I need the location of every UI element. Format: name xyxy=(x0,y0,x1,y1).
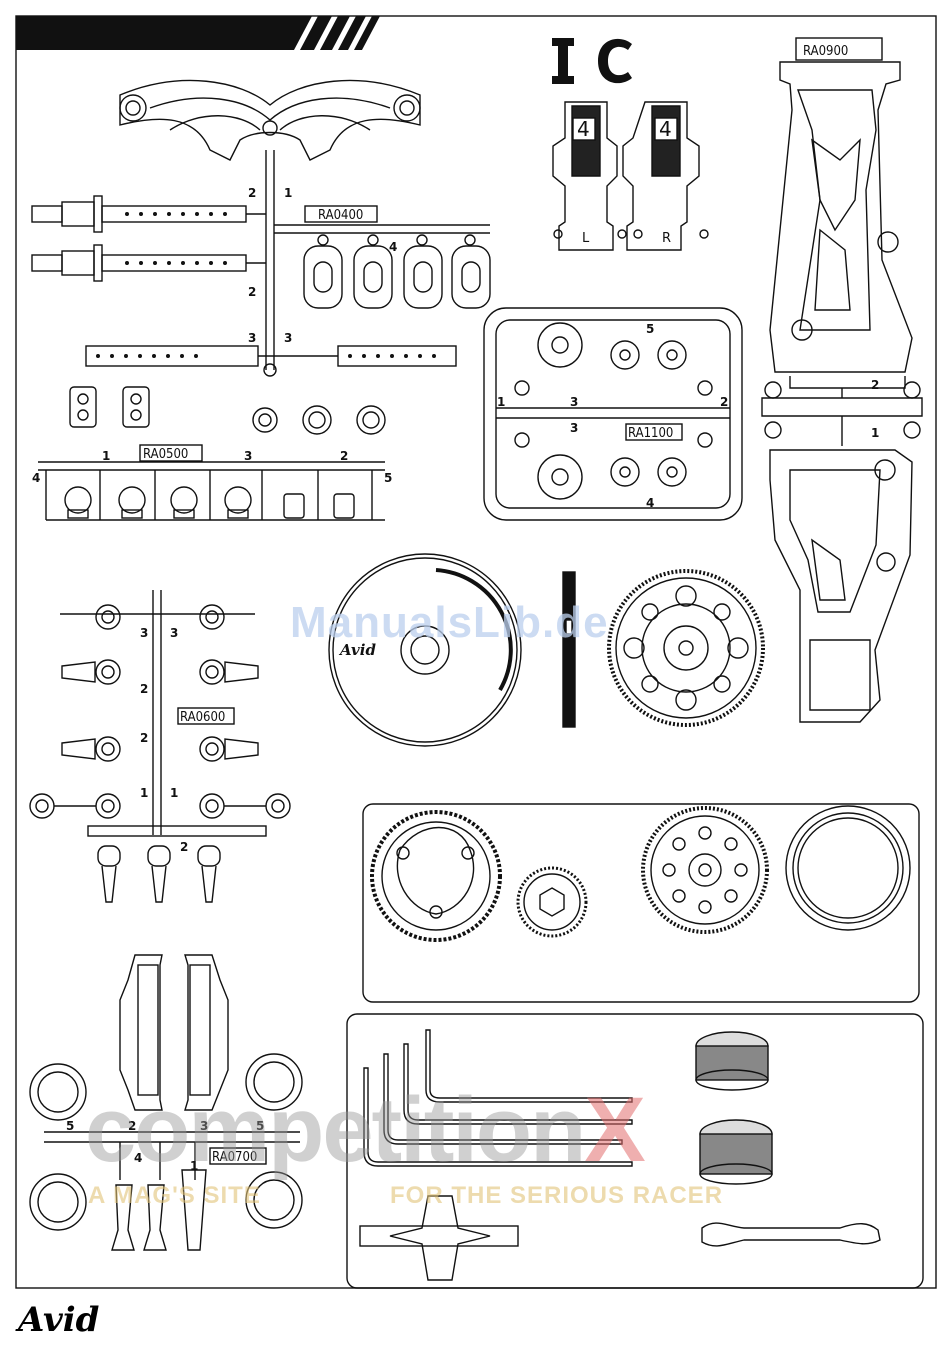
ra1100-label: RA1100 xyxy=(628,426,673,441)
svg-text:4: 4 xyxy=(32,471,40,485)
svg-text:3: 3 xyxy=(244,449,252,463)
ra0600-label: RA0600 xyxy=(180,710,225,725)
body-clips-ic xyxy=(552,38,632,84)
svg-text:3: 3 xyxy=(570,421,578,435)
svg-text:5: 5 xyxy=(384,471,392,485)
hub-right-letter: R xyxy=(662,231,671,246)
svg-text:2: 2 xyxy=(248,186,256,200)
spur-gear xyxy=(609,571,763,725)
ra0400-body-mount-tree xyxy=(32,81,490,376)
ra0500-numbers: 1 3 2 4 5 xyxy=(32,449,392,485)
competitionx-x: X xyxy=(584,1079,643,1181)
svg-text:2: 2 xyxy=(180,840,188,854)
hub-left-letter: L xyxy=(582,231,590,246)
ra1100-numbers: 5 1 3 3 2 4 xyxy=(497,322,728,510)
clip-letter-c: C xyxy=(0,0,1,1)
svg-text:3: 3 xyxy=(170,626,178,640)
svg-text:1: 1 xyxy=(170,786,178,800)
ra0600-rod-ends-tree xyxy=(30,590,290,902)
competitionx-main: competition xyxy=(85,1079,584,1181)
hub-right-number: 4 xyxy=(659,117,672,141)
tagline-right: FOR THE SERIOUS RACER xyxy=(390,1182,723,1210)
svg-text:2: 2 xyxy=(248,285,256,299)
ra0900-numbers: 2 1 xyxy=(871,378,879,440)
svg-text:1: 1 xyxy=(497,395,505,409)
svg-text:1: 1 xyxy=(871,426,879,440)
svg-text:1: 1 xyxy=(284,186,292,200)
svg-text:3: 3 xyxy=(570,395,578,409)
competitionx-watermark: competitionX xyxy=(85,1078,644,1183)
svg-text:4: 4 xyxy=(389,240,397,254)
svg-text:2: 2 xyxy=(140,682,148,696)
avid-logo: Avid xyxy=(18,1300,99,1340)
svg-text:2: 2 xyxy=(871,378,879,392)
ra1100-diff-tree xyxy=(484,308,742,520)
ra0600-numbers: 3 3 2 2 1 1 2 xyxy=(140,626,188,854)
svg-text:2: 2 xyxy=(720,395,728,409)
svg-text:4: 4 xyxy=(646,496,654,510)
svg-text:3: 3 xyxy=(248,331,256,345)
svg-text:5: 5 xyxy=(66,1119,74,1133)
hub-left-number: 4 xyxy=(577,117,590,141)
ra0500-ball-studs-tree xyxy=(38,387,385,520)
svg-text:2: 2 xyxy=(340,449,348,463)
svg-text:3: 3 xyxy=(284,331,292,345)
manualslib-watermark: ManualsLib.de xyxy=(290,598,609,648)
ra0400-label: RA0400 xyxy=(318,208,363,223)
ra0900-suspension-arms xyxy=(762,38,922,722)
svg-text:1: 1 xyxy=(102,449,110,463)
header-bar xyxy=(16,16,380,50)
tagline-left: A MAG'S SITE xyxy=(88,1182,261,1210)
svg-text:2: 2 xyxy=(140,731,148,745)
pinion-strip xyxy=(563,572,575,727)
svg-text:1: 1 xyxy=(140,786,148,800)
svg-text:3: 3 xyxy=(140,626,148,640)
svg-text:5: 5 xyxy=(646,322,654,336)
ra0500-label: RA0500 xyxy=(143,447,188,462)
gears-box xyxy=(363,804,919,1002)
ra0900-label: RA0900 xyxy=(803,44,848,59)
